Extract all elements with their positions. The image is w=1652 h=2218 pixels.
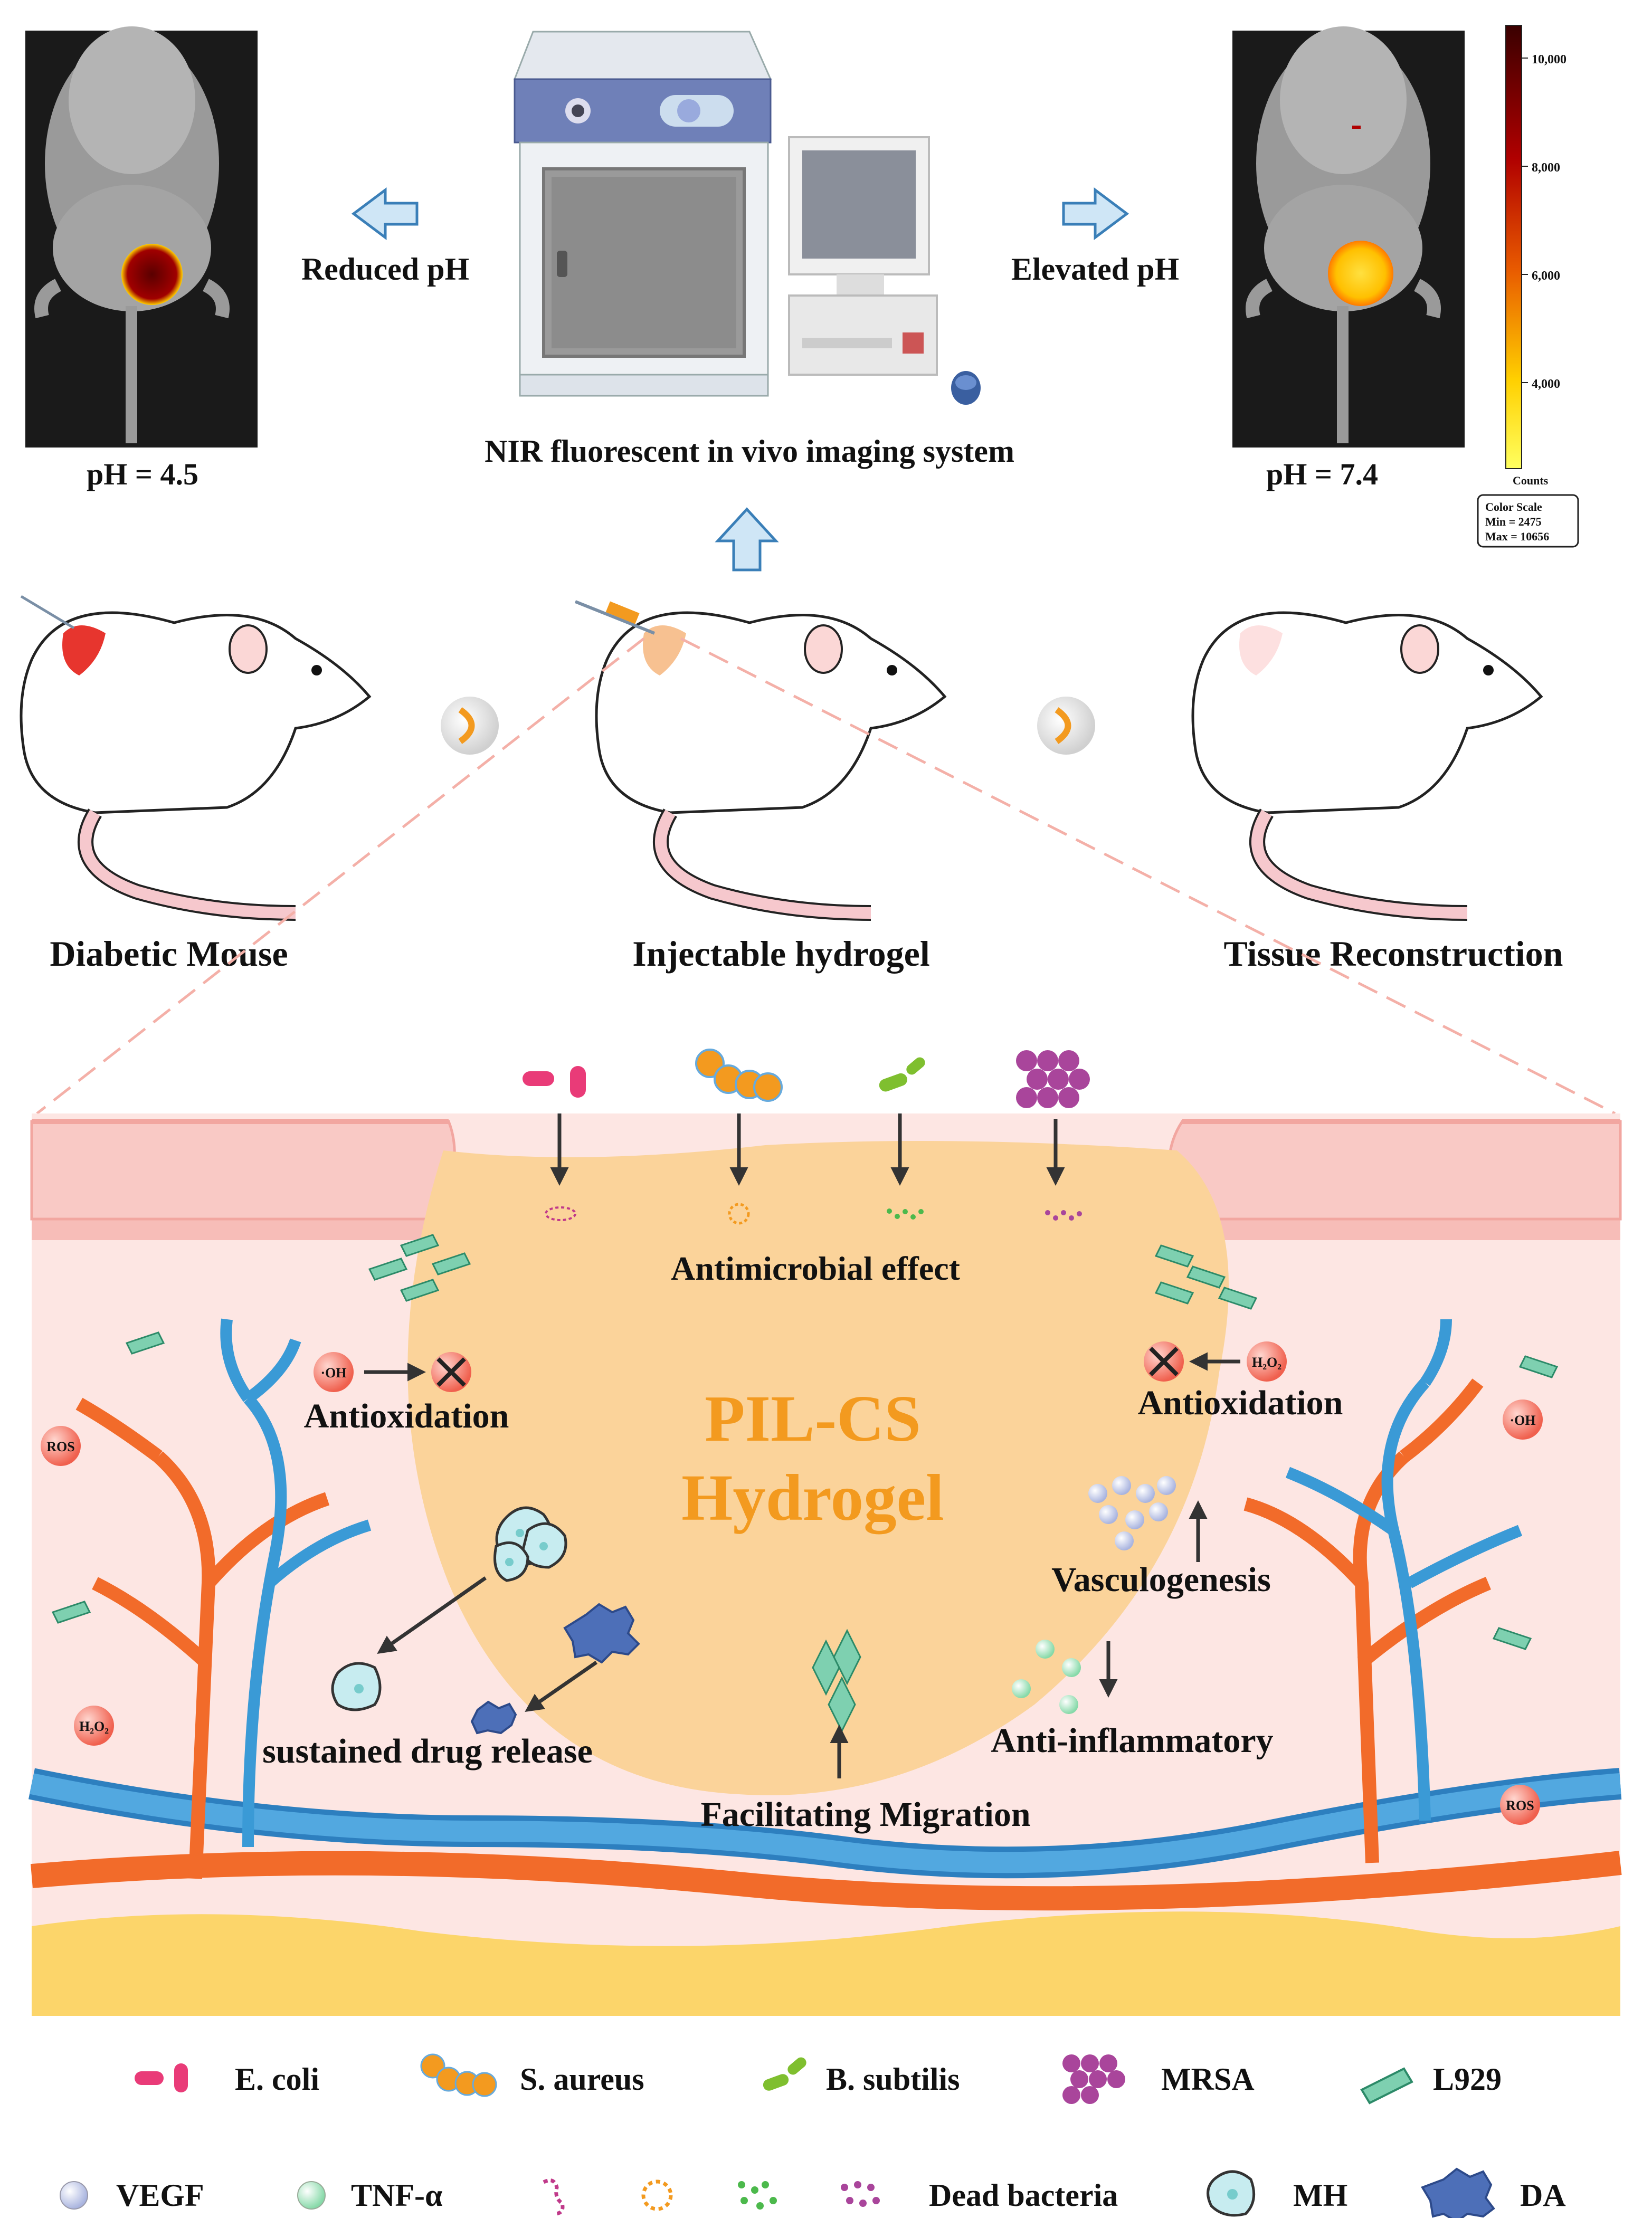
legend-mrsa: MRSA [1161,2062,1255,2097]
bsubtilis-icon [879,1057,925,1092]
left-arrow-icon [351,187,419,240]
da-cluster-icon [563,1603,640,1664]
scale-title: Color Scale [1485,500,1542,513]
legend-vegf: VEGF [116,2178,204,2213]
right-fluorescence-image [1232,26,1465,448]
chevron-right-icon [1037,697,1095,755]
tnf-particles [1012,1640,1081,1714]
da-release-arrow [525,1661,597,1712]
antiox-left-label: Antioxidation [304,1397,509,1435]
tissue-reconstruction-mouse-illustration [1191,611,1543,921]
antimicrobial-label: Antimicrobial effect [671,1250,961,1287]
hydrogel-title-line2: Hydrogel [681,1462,944,1535]
legend-dead-bacteria: Dead bacteria [929,2178,1118,2213]
diabetic-mouse-illustration [20,595,372,921]
ros-ball [1503,1400,1543,1440]
imaging-machine-icon [513,31,772,397]
scale-counts-label: Counts [1513,474,1549,487]
scale-tick-label: 8,000 [1532,161,1560,175]
antiox-right-label: Antioxidation [1138,1384,1343,1422]
color-scale-bar [1505,25,1528,469]
dead-bsubtilis-icon [738,2181,777,2210]
ros-label: ROS [46,1439,74,1454]
mrsa-icon [1016,1050,1090,1108]
da-cell-icon [470,1700,517,1735]
migration-label: Facilitating Migration [700,1795,1030,1834]
scale-tick-label: 4,000 [1532,377,1560,391]
left-ph-label: pH = 4.5 [87,457,198,491]
vasculogenesis-label: Vasculogenesis [1051,1560,1271,1599]
scale-min: Min = 2475 [1485,515,1542,528]
neutralized-radical-icon [1144,1341,1184,1382]
scale-max: Max = 10656 [1485,530,1549,543]
hydrogel-title-line1: PIL-CS [705,1383,921,1455]
legend-da: DA [1520,2178,1566,2213]
injectable-hydrogel-mouse-illustration [574,600,947,921]
blood-vessels [28,1318,1622,1911]
color-scale-box [1477,494,1579,548]
mh-cell-icon [331,1662,382,1711]
tissue-reconstruction-label: Tissue Reconstruction [1224,934,1563,974]
legend-mh: MH [1293,2178,1347,2213]
scale-tick-label: 6,000 [1532,269,1560,283]
anti-inflammatory-label: Anti-inflammatory [991,1721,1273,1760]
h2o2-label: H₂O₂ [1252,1355,1281,1370]
oh-label: ·OH [1509,1413,1535,1428]
dead-bacteria-icons [545,1203,1082,1225]
vegf-particles [1088,1476,1176,1550]
saureus-icon [420,2053,497,2097]
l929-icon [1360,2067,1413,2105]
ros-ball [1247,1341,1287,1382]
saureus-icon [695,1049,783,1102]
computer-icon [788,136,981,405]
right-arrow-icon [1062,187,1129,240]
ecoli-icon [523,1066,586,1098]
mh-release-arrow [377,1576,487,1654]
legend-tnf: TNF-α [351,2178,442,2213]
ros-ball [1500,1785,1540,1825]
ros-ball [74,1706,114,1746]
neutralized-radical-icon [431,1352,471,1392]
left-fluorescence-image [25,26,258,448]
elevated-ph-label: Elevated pH [1011,252,1179,287]
l929-cells [51,1234,1559,1733]
vegf-icon [60,2181,88,2210]
legend-ecoli: E. coli [235,2062,319,2097]
zoom-lines [36,637,1616,1115]
up-arrow-icon [715,507,779,572]
bsubtilis-icon [763,2057,806,2091]
dead-ecoli-icon [543,2178,565,2216]
tnf-icon [297,2181,326,2210]
mh-cluster-icon [493,1506,567,1582]
da-icon [1421,2167,1495,2218]
right-ph-label: pH = 7.4 [1266,457,1378,491]
diabetic-mouse-label: Diabetic Mouse [50,934,288,974]
legend-l929: L929 [1433,2062,1502,2097]
reduced-ph-label: Reduced pH [301,252,469,287]
imaging-system-label: NIR fluorescent in vivo imaging system [485,434,1014,469]
mh-icon [1207,2170,1256,2217]
dead-mrsa-icon [841,2181,880,2207]
sustained-release-label: sustained drug release [262,1732,593,1770]
chevron-right-icon [441,697,499,755]
legend-bsubtilis: B. subtilis [826,2062,960,2097]
legend-saureus: S. aureus [520,2062,644,2097]
ros-ball [314,1352,354,1392]
bacteria-arrows [550,1113,1065,1186]
dead-saureus-icon [641,2179,673,2211]
scale-tick-label: 10,000 [1532,53,1566,66]
injectable-hydrogel-label: Injectable hydrogel [632,934,930,974]
legend [60,2053,1495,2218]
oh-label: ·OH [320,1365,346,1381]
ros-label: ROS [1506,1798,1534,1813]
mrsa-icon [1062,2054,1125,2104]
h2o2-label: H₂O₂ [79,1719,109,1734]
ecoli-icon [135,2063,188,2092]
ros-ball [41,1426,81,1466]
